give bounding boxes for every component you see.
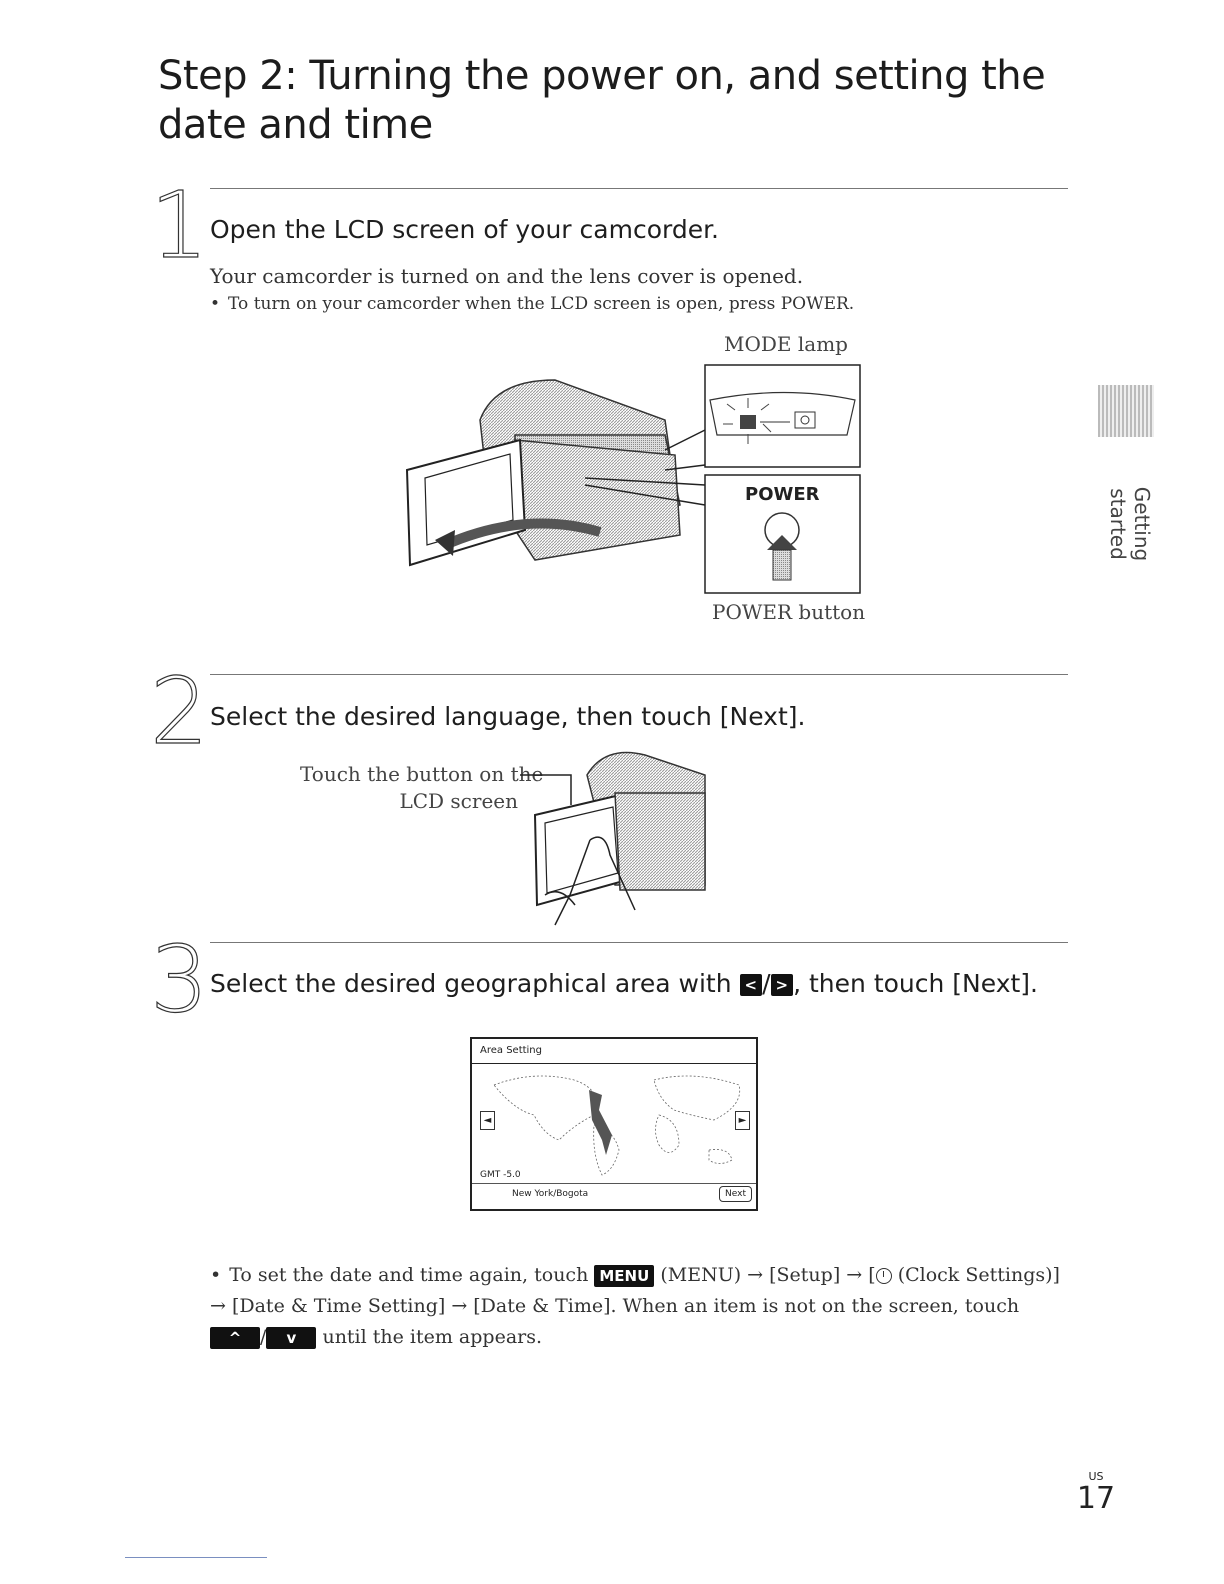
step-1-body: Your camcorder is turned on and the lens… bbox=[210, 264, 804, 288]
right-arrow-button: > bbox=[770, 974, 794, 996]
step-1-rule bbox=[210, 188, 1068, 189]
area-setting-header: Area Setting bbox=[480, 1045, 542, 1056]
section-tab-label: Getting started bbox=[1106, 486, 1154, 562]
step-3-number: 3 bbox=[149, 926, 209, 1033]
mode-lamp-label: MODE lamp bbox=[724, 332, 848, 356]
step-3-heading: Select the desired geographical area wit… bbox=[210, 969, 1038, 998]
left-arrow-button: < bbox=[739, 974, 763, 996]
gmt-offset: GMT -5.0 bbox=[480, 1170, 521, 1180]
side-tab-marker bbox=[1098, 385, 1154, 437]
step-2-rule bbox=[210, 674, 1068, 675]
camcorder-touch-illustration bbox=[520, 751, 706, 926]
step-1-number: 1 bbox=[149, 172, 209, 279]
step-1-bullet: To turn on your camcorder when the LCD s… bbox=[210, 294, 854, 314]
area-setting-screen: Area Setting ◄ ► GMT -5.0 New York/Bogot… bbox=[470, 1037, 758, 1211]
page-number-value: 17 bbox=[1076, 1481, 1116, 1516]
clock-settings-note: To set the date and time again, touch ME… bbox=[210, 1260, 1070, 1353]
clock-icon bbox=[875, 1268, 892, 1284]
region-code: US bbox=[1088, 1470, 1104, 1483]
footer-rule bbox=[125, 1557, 267, 1558]
step-2-callout-line2: LCD screen bbox=[399, 789, 518, 813]
down-key: v bbox=[266, 1327, 317, 1349]
menu-key: MENU bbox=[594, 1265, 655, 1287]
world-map bbox=[493, 1075, 741, 1176]
map-right-button[interactable]: ► bbox=[735, 1111, 750, 1130]
step-2-heading: Select the desired language, then touch … bbox=[210, 702, 806, 731]
camcorder-open-illustration bbox=[405, 364, 861, 594]
next-button[interactable]: Next bbox=[719, 1186, 752, 1202]
step-2-number: 2 bbox=[149, 658, 209, 765]
step-2-callout-line1: Touch the button on the bbox=[300, 762, 544, 786]
map-left-button[interactable]: ◄ bbox=[480, 1111, 495, 1130]
up-key: ^ bbox=[210, 1327, 260, 1349]
power-button-caption: POWER button bbox=[712, 600, 866, 624]
selected-city: New York/Bogota bbox=[512, 1189, 589, 1199]
step-1-heading: Open the LCD screen of your camcorder. bbox=[210, 215, 720, 244]
page-title: Step 2: Turning the power on, and settin… bbox=[158, 53, 1046, 148]
power-button-label: POWER bbox=[745, 484, 820, 505]
page-number: US 17 bbox=[1076, 1470, 1116, 1515]
step-3-rule bbox=[210, 942, 1068, 943]
